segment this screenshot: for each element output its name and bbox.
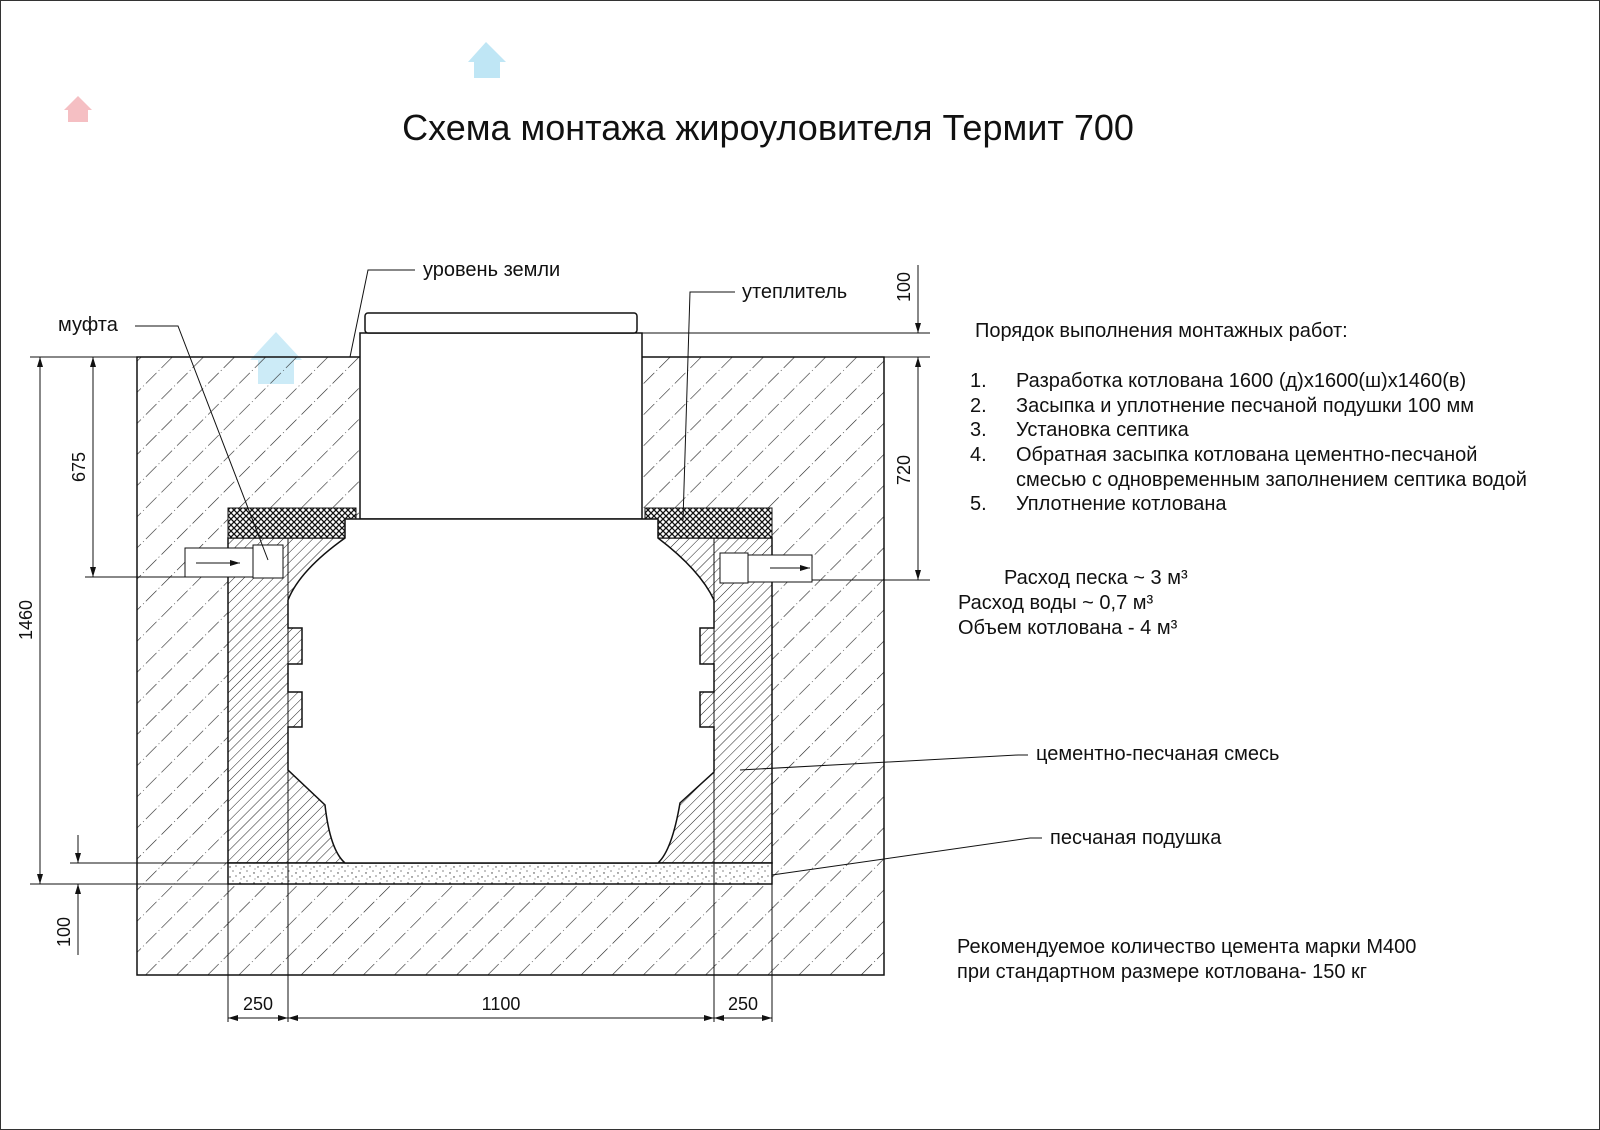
house-watermark-icon [64,96,92,122]
house-watermark-icon [468,42,506,78]
tank-lid [364,312,638,334]
step-text: Разработка котлована 1600 (д)x1600(ш)x14… [1016,370,1466,392]
step-text: Установка септика [1016,419,1190,441]
dim-left-gap: 250 [243,994,273,1014]
step-number: 1. [970,370,987,392]
cement-note-line: Рекомендуемое количество цемента марки М… [957,936,1416,958]
dim-lid-above-ground: 100 [894,272,914,302]
label-coupling: муфта [58,314,119,336]
step-text: смесью с одновременным заполнением септи… [1016,469,1527,491]
insulation-left [227,507,357,539]
step-number: 2. [970,395,987,417]
dim-tank-width: 1100 [482,994,521,1014]
dim-total-depth: 1460 [16,600,36,640]
sand-consumption: Расход песка ~ 3 м³ [1004,567,1188,589]
step-number: 4. [970,444,987,466]
label-sand-cushion: песчаная подушка [1050,827,1222,849]
outlet-pipe [719,552,813,584]
dim-inlet-depth: 675 [69,452,89,482]
procedure-list: 1. Разработка котлована 1600 (д)x1600(ш)… [970,370,1527,515]
procedure-heading: Порядок выполнения монтажных работ: [975,320,1348,342]
water-consumption: Расход воды ~ 0,7 м³ [958,592,1154,614]
label-insulation: утеплитель [742,281,847,303]
dim-sand-cushion: 100 [54,917,74,947]
dim-right-gap: 250 [728,994,758,1014]
step-number: 5. [970,493,987,515]
pit-volume: Объем котлована - 4 м³ [958,617,1178,639]
label-ground-level: уровень земли [423,259,560,281]
tank-neck [359,332,643,520]
label-cement-sand-mix: цементно-песчаная смесь [1036,743,1279,765]
step-text: Засыпка и уплотнение песчаной подушки 10… [1016,395,1474,417]
step-number: 3. [970,419,987,441]
cement-note-line: при стандартном размере котлована- 150 к… [957,961,1367,983]
inlet-pipe [184,544,284,579]
step-text: Обратная засыпка котлована цементно-песч… [1016,444,1477,466]
page-title: Схема монтажа жироуловителя Термит 700 [402,107,1134,148]
insulation-right [644,507,773,539]
step-text: Уплотнение котлована [1016,493,1227,515]
tank-body [287,518,715,864]
dim-outlet-depth: 720 [894,455,914,485]
coupling [252,544,284,579]
